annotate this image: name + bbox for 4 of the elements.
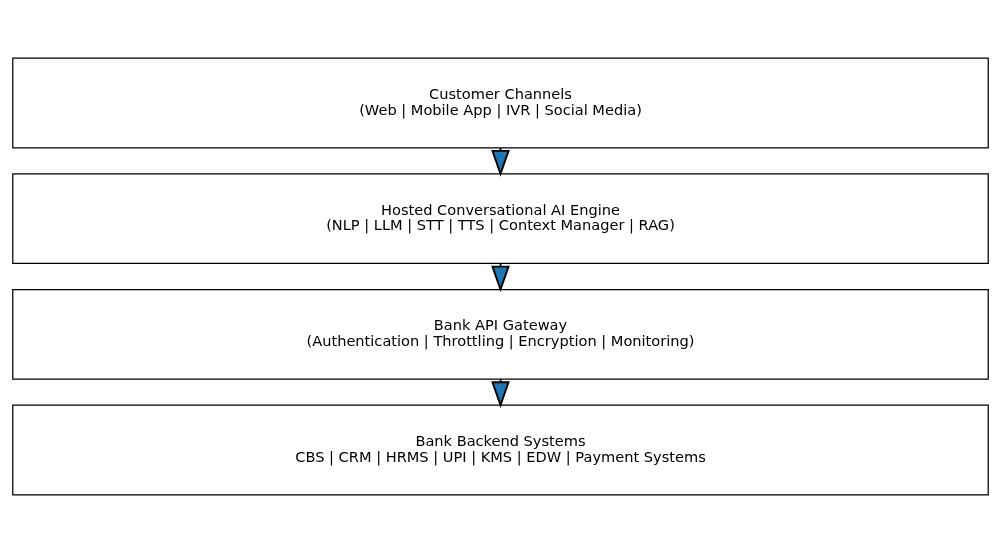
node-box: Hosted Conversational AI Engine (NLP | LLM | STT | TTS | Context Manager | RAG)	[12, 172, 989, 264]
node-box: Bank API Gateway (Authentication | Throttling | Encryption | Monitoring)	[12, 288, 989, 380]
node-box: Bank Backend Systems CBS | CRM | HRMS | UPI | KMS | EDW | Payment Systems	[12, 404, 989, 495]
node-box: Customer Channels (Web | Mobile App | IVR | Social Media)	[12, 57, 989, 148]
